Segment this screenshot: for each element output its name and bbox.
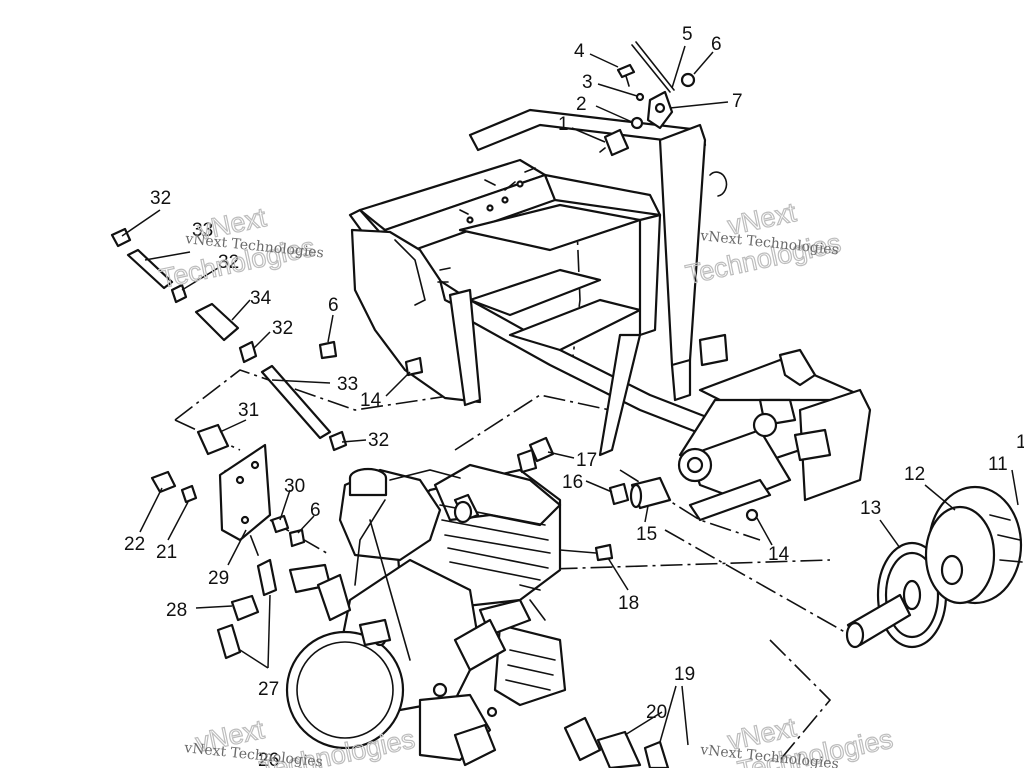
callout-1: 1 [1016,432,1024,453]
callout-31: 31 [238,400,259,421]
callout-16: 16 [562,472,583,493]
callout-3: 3 [582,72,593,93]
callout-32: 32 [218,252,239,273]
callout-21: 21 [156,542,177,563]
callout-28: 28 [166,600,187,621]
callout-17: 17 [576,450,597,471]
engine-assembly [285,463,567,767]
callout-18: 18 [618,593,639,614]
callout-19: 19 [674,664,695,685]
callout-14: 14 [360,390,382,411]
callout-20: 20 [646,702,667,723]
callout-29: 29 [208,568,229,589]
callouts: 1 2 3 4 5 6 7 32 33 32 34 6 32 33 14 31 … [124,24,1024,768]
callout-4: 4 [574,41,585,62]
callout-13: 13 [860,498,881,519]
hardware-top [599,41,696,157]
callout-32: 32 [150,188,171,209]
callout-15: 15 [636,524,657,545]
air-box-parts [563,716,670,768]
callout-1: 1 [558,114,569,135]
callout-32: 32 [272,318,293,339]
callout-6: 6 [711,34,722,55]
callout-6: 6 [328,295,339,316]
callout-7: 7 [732,91,743,112]
clutch-assembly [845,485,1023,649]
callout-34: 34 [250,288,272,309]
bracket-lower-left [150,443,306,660]
leader-lines [121,45,1019,746]
heat-shield [350,228,482,407]
callout-6: 6 [310,500,321,521]
callout-22: 22 [124,534,145,555]
callout-33: 33 [192,220,213,241]
callout-27: 27 [258,679,279,700]
callout-11: 11 [988,454,1008,475]
hardware-center-right [516,436,759,562]
callout-14: 14 [768,544,790,565]
callout-30: 30 [284,476,305,497]
callout-32: 32 [368,430,389,451]
callout-2: 2 [576,94,587,115]
callout-5: 5 [682,24,693,45]
callout-12: 12 [904,464,925,485]
callout-26: 26 [258,750,279,768]
callout-33: 33 [337,374,358,395]
